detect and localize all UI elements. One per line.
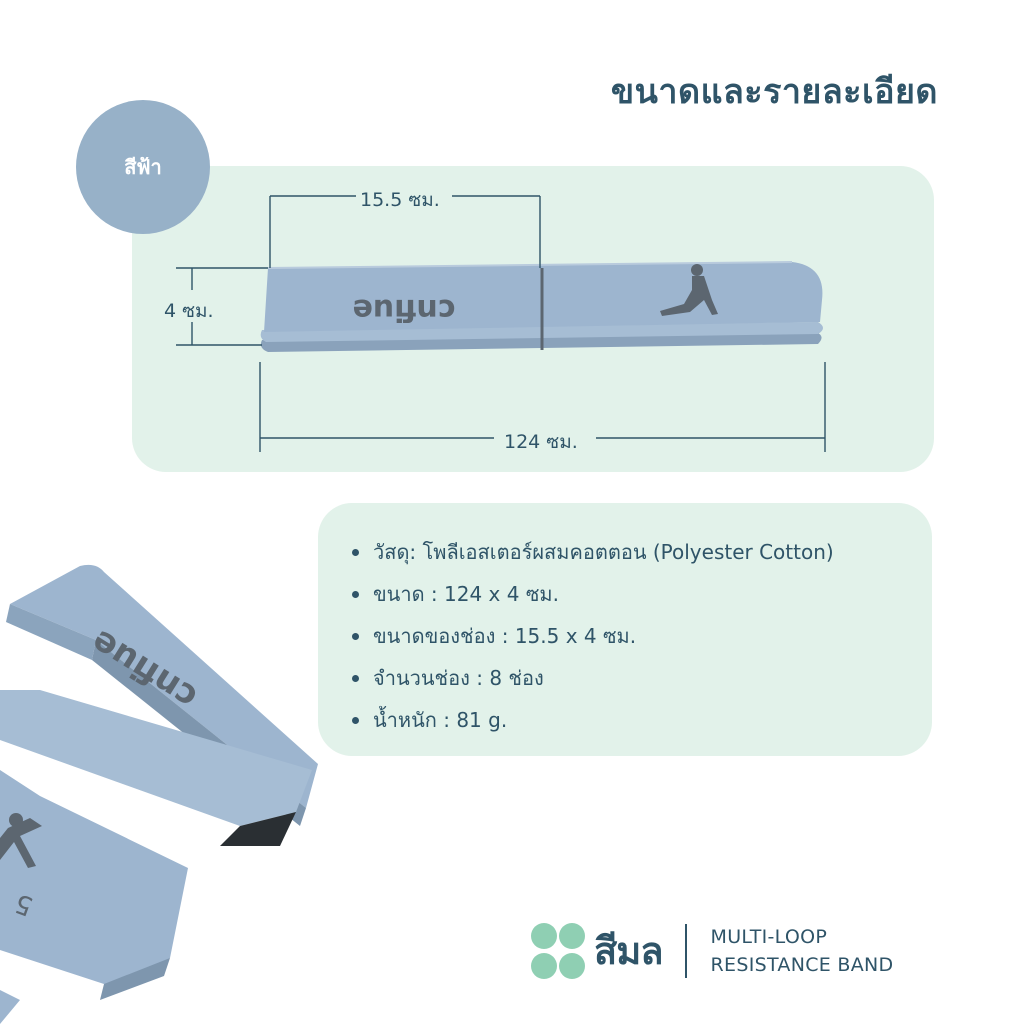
- figure-closeup-icon: [0, 813, 42, 868]
- logo-divider: [684, 924, 687, 978]
- band-strip-middle: [0, 690, 312, 826]
- color-badge: สีฟ้า: [76, 100, 210, 234]
- bands-closeup-image: cnfiue 2 5: [0, 564, 318, 1024]
- bullet-icon: [352, 716, 359, 724]
- logo-wordmark: สีมล: [594, 929, 664, 973]
- band-strip-bottom: [0, 990, 20, 1024]
- pocket-width-label: 15.5 ซม.: [360, 189, 440, 211]
- band-strip-lower: [0, 770, 188, 985]
- bullet-icon: [352, 590, 359, 598]
- spec-item-pocket-size: ขนาดของช่อง : 15.5 x 4 ซม.: [352, 615, 834, 657]
- spec-text: วัสดุ: โพลีเอสเตอร์ผสมคอตตอน (Polyester …: [373, 540, 834, 564]
- height-dimension: [176, 267, 268, 346]
- total-length-label: 124 ซม.: [504, 431, 578, 453]
- pocket-width-dimension: [269, 195, 541, 268]
- lunge-figure-icon: [660, 264, 718, 316]
- spec-text: จำนวนช่อง : 8 ช่อง: [373, 666, 544, 690]
- spec-text: ขนาดของช่อง : 15.5 x 4 ซม.: [373, 624, 637, 648]
- logo-flower-icon: [531, 923, 585, 979]
- band-strip-top: [10, 564, 318, 808]
- spec-item-weight: น้ำหนัก : 81 g.: [352, 699, 834, 741]
- spec-item-pocket-count: จำนวนช่อง : 8 ช่อง: [352, 657, 834, 699]
- brand-logo: สีมล MULTI-LOOP RESISTANCE BAND: [530, 918, 894, 984]
- height-label: 4 ซม.: [164, 300, 214, 322]
- band-top-edge: [267, 261, 793, 269]
- logo-line-1: MULTI-LOOP: [710, 926, 828, 948]
- bullet-icon: [352, 674, 359, 682]
- spec-item-material: วัสดุ: โพลีเอสเตอร์ผสมคอตตอน (Polyester …: [352, 531, 834, 573]
- spec-text: ขนาด : 124 x 4 ซม.: [373, 582, 559, 606]
- page-title: ขนาดและรายละเอียด: [610, 72, 938, 112]
- spec-text: น้ำหนัก : 81 g.: [373, 708, 508, 732]
- color-badge-label: สีฟ้า: [124, 155, 162, 179]
- bullet-icon: [352, 548, 359, 556]
- specs-panel: วัสดุ: โพลีเอสเตอร์ผสมคอตตอน (Polyester …: [318, 503, 932, 756]
- logo-tagline: MULTI-LOOP RESISTANCE BAND: [711, 923, 894, 979]
- bullet-icon: [352, 632, 359, 640]
- band-brand-mark: cnfiue: [352, 292, 455, 327]
- logo-line-2: RESISTANCE BAND: [710, 954, 894, 976]
- spec-item-size: ขนาด : 124 x 4 ซม.: [352, 573, 834, 615]
- spec-list: วัสดุ: โพลีเอสเตอร์ผสมคอตตอน (Polyester …: [352, 531, 834, 741]
- total-length-dimension: [259, 362, 826, 452]
